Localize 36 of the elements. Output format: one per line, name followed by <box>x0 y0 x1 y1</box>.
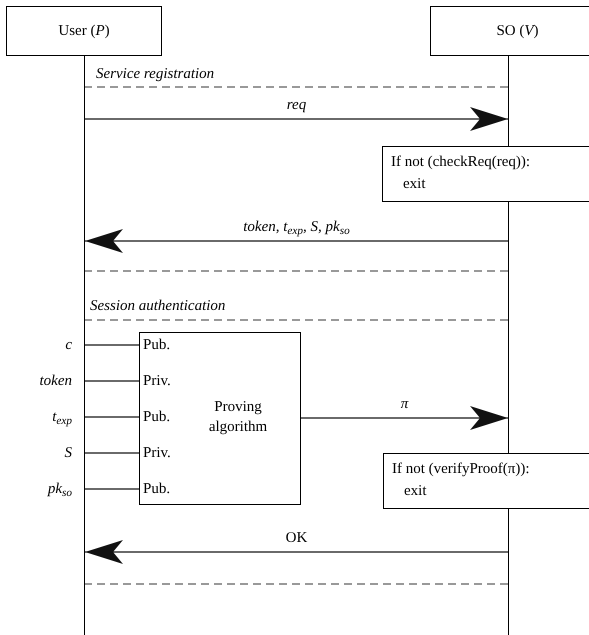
port-label: Pub. <box>143 480 170 498</box>
condition-text: If not (checkReq(req)): <box>391 154 530 170</box>
input-label: t$_{exp}$ <box>10 405 84 429</box>
condition-text: If not (verifyProof(π)): <box>392 461 530 477</box>
port-label: Priv. <box>143 444 171 462</box>
section-label: Service registration <box>96 65 214 84</box>
section-label: Session authentication <box>90 297 226 316</box>
connector-line <box>84 416 139 418</box>
algorithm-box <box>139 332 301 505</box>
port-label: Pub. <box>143 336 170 354</box>
condition-box <box>383 453 589 509</box>
input-label: S <box>10 441 84 465</box>
edge-label: token, t$_{exp}$, S, pk$_{so}$ <box>243 218 350 237</box>
participant-box: SO (V) <box>430 6 589 56</box>
edge-label: π <box>400 395 408 414</box>
condition-text: exit <box>403 176 426 192</box>
message-arrow <box>301 406 508 430</box>
message-arrow <box>85 229 508 253</box>
port-label: Priv. <box>143 372 171 390</box>
algorithm-title: Proving algorithm <box>208 398 268 437</box>
connector-line <box>84 344 139 346</box>
connector-line <box>84 380 139 382</box>
input-label: pk$_{so}$ <box>10 477 84 501</box>
input-label: c <box>10 333 84 357</box>
message-arrow <box>85 540 508 564</box>
connector-line <box>84 488 139 490</box>
participant-box: User (P) <box>6 6 162 56</box>
condition-text: exit <box>404 483 426 499</box>
input-label: token <box>10 369 84 393</box>
condition-box <box>382 146 589 202</box>
edge-label: req <box>286 96 306 115</box>
lifeline <box>84 56 85 635</box>
edge-label: OK <box>286 529 308 548</box>
connector-line <box>84 452 139 454</box>
message-arrow <box>85 107 508 131</box>
port-label: Pub. <box>143 408 170 426</box>
